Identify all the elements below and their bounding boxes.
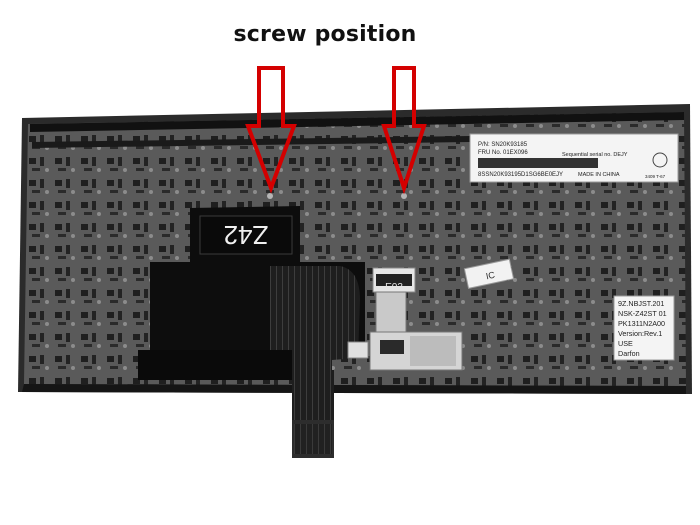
barcode (478, 158, 598, 168)
small-tag-label: IC (485, 270, 496, 282)
heading-screw-position: screw position (233, 22, 417, 47)
side-label-line-0: 9Z.NBJST.201 (618, 299, 664, 308)
label-serial: 8SSN20K93195D1SG6BE0EJY (478, 172, 563, 178)
model-plate-label: Z42 (224, 220, 269, 250)
right-screw-arrow-icon (381, 66, 427, 195)
label-origin: MADE IN CHINA (578, 172, 620, 178)
side-label-line-4: USE (618, 339, 633, 348)
connector-label: E03 (385, 282, 403, 293)
side-label: 9Z.NBJST.201 NSK-Z42ST 01 PK1311N2A00 Ve… (613, 295, 675, 361)
side-label-line-3: Version:Rev.1 (618, 329, 662, 338)
connector: E03 (347, 267, 463, 371)
side-label-line-1: NSK-Z42ST 01 (618, 309, 667, 318)
small-tag: IC (463, 258, 515, 289)
right-screw-hole (401, 193, 407, 199)
left-screw-hole (267, 193, 273, 199)
label-fru: FRU No. 01EX096 (478, 150, 528, 156)
side-label-line-2: PK1311N2A00 (618, 319, 665, 328)
top-label: P/N: SN20K93185 FRU No. 01EX096 Sequenti… (469, 133, 679, 183)
label-serial-header: Sequential serial no. DEJY (562, 152, 628, 158)
ribbon-cable (270, 266, 360, 458)
label-code: 3409 T-67 (645, 174, 666, 179)
model-plate: Z42 (199, 215, 293, 255)
cert-mark (652, 152, 668, 168)
side-label-line-5: Darfon (618, 349, 640, 358)
left-screw-arrow-icon (245, 66, 297, 194)
label-pn: P/N: SN20K93185 (478, 142, 528, 148)
